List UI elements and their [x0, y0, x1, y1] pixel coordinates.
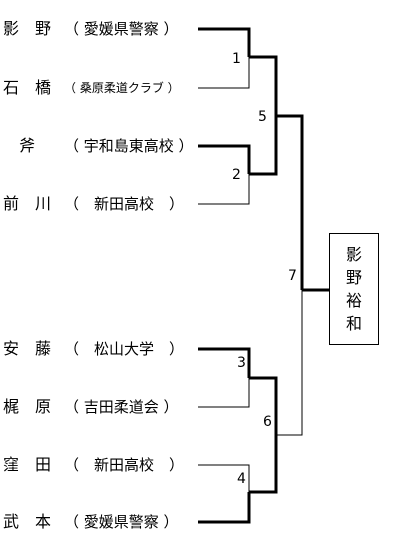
- match-number-6: 6: [263, 414, 272, 430]
- player-5-name: 安 藤: [3, 339, 52, 358]
- winner-char-1: 影: [345, 245, 362, 264]
- line-p7: [198, 464, 250, 492]
- line-p3-win: [198, 144, 251, 174]
- player-8-affiliation: （ 愛媛県警察 ）: [64, 513, 179, 531]
- line-p6: [198, 378, 250, 408]
- player-2-name: 石 橋: [3, 78, 52, 97]
- player-1-affiliation: （ 愛媛県警察 ）: [64, 20, 179, 38]
- line-p8-win: [198, 492, 251, 524]
- line-m4-out: [249, 435, 278, 494]
- player-7-affiliation: （ 新田高校 ）: [64, 456, 185, 474]
- winner-box: 影 野 裕 和: [329, 233, 379, 345]
- player-3-name: 斧: [3, 136, 36, 155]
- line-p1-win: [198, 27, 251, 57]
- match-number-4: 4: [237, 471, 246, 487]
- line-p4: [198, 174, 250, 205]
- line-m6-out: [276, 290, 303, 436]
- match-number-2: 2: [232, 167, 241, 183]
- line-m3-out: [249, 376, 278, 435]
- match-number-3: 3: [237, 355, 246, 371]
- match-number-5: 5: [258, 109, 267, 125]
- player-4-affiliation: （ 新田高校 ）: [64, 195, 185, 213]
- line-m1-out: [249, 55, 278, 116]
- line-m2-out: [249, 116, 278, 176]
- player-5-affiliation: （ 松山大学 ）: [64, 340, 185, 358]
- match-number-7: 7: [288, 268, 297, 284]
- line-p5-win: [198, 347, 251, 378]
- player-4-name: 前 川: [3, 194, 52, 213]
- player-8-name: 武 本: [3, 512, 52, 531]
- line-m5-out: [276, 114, 304, 290]
- player-3-affiliation: （ 宇和島東高校 ）: [64, 137, 194, 155]
- winner-char-4: 和: [345, 314, 362, 333]
- player-2-affiliation: （ 桑原柔道クラブ ）: [64, 81, 180, 95]
- player-6-affiliation: （ 吉田柔道会 ）: [64, 398, 179, 416]
- player-7-name: 窪 田: [3, 455, 52, 474]
- winner-char-3: 裕: [345, 291, 362, 310]
- line-p2: [198, 57, 250, 89]
- winner-char-2: 野: [345, 268, 362, 287]
- player-6-name: 梶 原: [3, 397, 52, 416]
- match-number-1: 1: [232, 51, 241, 67]
- player-1-name: 影 野: [3, 19, 52, 38]
